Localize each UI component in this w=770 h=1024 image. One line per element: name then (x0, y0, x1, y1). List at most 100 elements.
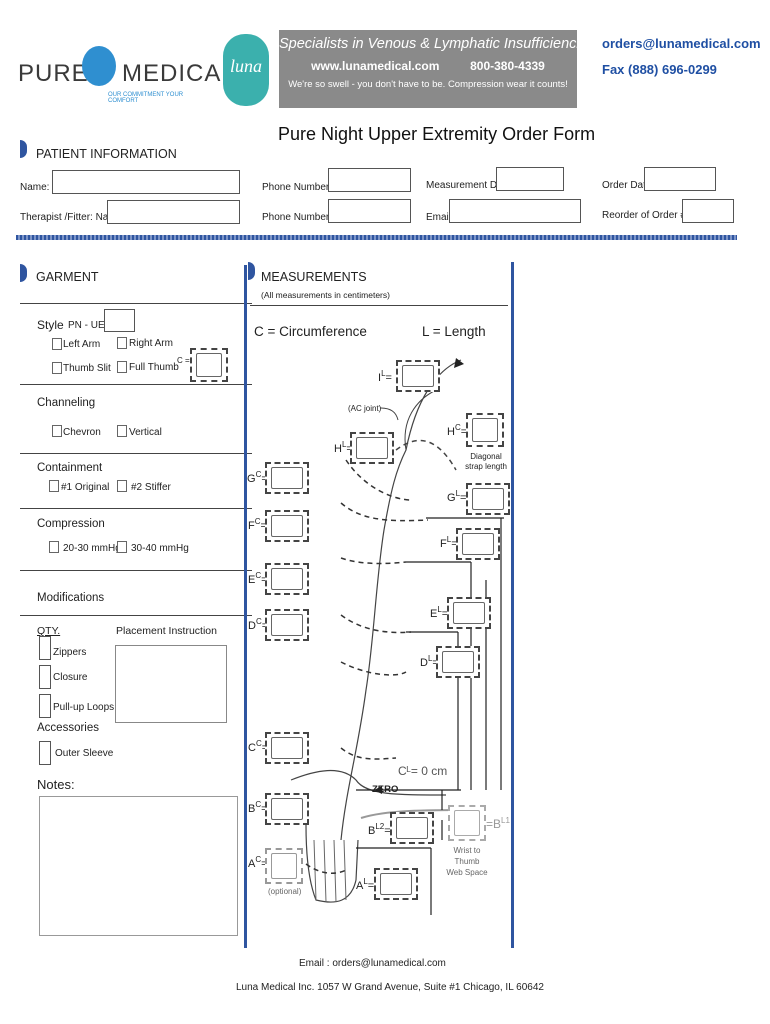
patient-section-title: PATIENT INFORMATION (36, 147, 177, 161)
thumb-circumference-box[interactable] (190, 348, 228, 382)
d-circ-box[interactable] (265, 609, 309, 641)
e-length-box[interactable] (447, 597, 491, 629)
g-circ-box[interactable] (265, 462, 309, 494)
qty-label: QTY. (37, 625, 61, 637)
zero-label: ZERO (372, 784, 399, 795)
email-field[interactable] (449, 199, 581, 223)
g-length-label: GL= (447, 489, 467, 504)
accessories-label: Accessories (37, 722, 99, 734)
chevron-label: Chevron (63, 427, 101, 438)
measurement-date-field[interactable] (496, 167, 564, 191)
diagonal-label: Diagonal strap length (465, 452, 507, 471)
d-length-box[interactable] (436, 646, 480, 678)
right-arm-label: Right Arm (129, 338, 173, 349)
reorder-field[interactable] (682, 199, 734, 223)
name-label: Name: (20, 182, 50, 193)
style-code-field[interactable] (104, 309, 135, 332)
h-circ-box[interactable] (466, 413, 504, 447)
f-circ-box[interactable] (265, 510, 309, 542)
name-field[interactable] (52, 170, 240, 194)
garment-rule-2 (20, 453, 252, 454)
vertical-checkbox[interactable] (117, 425, 127, 437)
therapist-field[interactable] (107, 200, 240, 224)
i-length-box[interactable] (396, 360, 440, 392)
original-checkbox[interactable] (49, 480, 59, 492)
banner-phone: 800-380-4339 (470, 59, 545, 73)
b-l1-sup: L1 (501, 816, 510, 825)
original-label: #1 Original (61, 482, 110, 493)
logo-circle-icon (82, 46, 116, 86)
i-length-label: IL= (378, 369, 392, 384)
phone-field-1[interactable] (328, 168, 411, 192)
outer-sleeve-qty-field[interactable] (39, 741, 51, 765)
zero-arrow-icon (374, 786, 382, 794)
c-circ-box[interactable] (265, 732, 309, 764)
cl-zero-label: Cᴸ= 0 cm (398, 764, 448, 778)
pullup-label: Pull-up Loops (53, 702, 115, 713)
style-code: PN - UE - (68, 320, 111, 331)
zippers-label: Zippers (53, 647, 87, 658)
full-thumb-checkbox[interactable] (117, 361, 127, 373)
e-circ-label: EC= (248, 571, 268, 586)
zippers-qty-field[interactable] (39, 636, 51, 660)
c-circ-label: CC= (248, 739, 268, 754)
shoulder-strap (395, 439, 457, 471)
band-d (340, 614, 412, 634)
phone-label-1: Phone Number: (262, 182, 333, 193)
phone-field-2[interactable] (328, 199, 411, 223)
stiffer-checkbox[interactable] (117, 480, 127, 492)
a-length-label: AL= (356, 877, 375, 892)
notes-label: Notes: (37, 777, 75, 792)
contact-email[interactable]: orders@lunamedical.com (602, 36, 761, 51)
g-length-box[interactable] (466, 483, 510, 515)
left-arm-label: Left Arm (63, 339, 101, 350)
closure-qty-field[interactable] (39, 665, 51, 689)
notes-field[interactable] (39, 796, 238, 936)
right-arm-checkbox[interactable] (117, 337, 127, 349)
arm-outline-upper (340, 359, 462, 841)
order-date-field[interactable] (644, 167, 716, 191)
channeling-label: Channeling (37, 397, 96, 409)
mmhg-20-30-checkbox[interactable] (49, 541, 59, 553)
ac-pointer (379, 407, 399, 421)
b-l1-box[interactable] (448, 805, 486, 841)
band-g (345, 459, 412, 501)
style-label: Style (37, 318, 64, 332)
a-circ-box[interactable] (265, 848, 303, 884)
a-circ-label: AC= (248, 855, 268, 870)
e-circ-box[interactable] (265, 563, 309, 595)
logo-pure-text: PURE (18, 60, 89, 87)
banner-url: www.lunamedical.com (311, 59, 440, 73)
pure-medical-logo: PURE MEDICAL OUR COMMITMENT YOUR COMFORT (18, 44, 235, 104)
band-b (340, 747, 397, 760)
contact-fax: Fax (888) 696-0299 (602, 62, 717, 77)
arm-outline-lower (290, 769, 447, 796)
band-c (340, 661, 407, 676)
stiffer-label: #2 Stiffer (131, 482, 171, 493)
b-l2-label: BL2= (368, 822, 391, 837)
b-l2-box[interactable] (390, 812, 434, 844)
length-legend: L = Length (422, 324, 486, 339)
chevron-checkbox[interactable] (52, 425, 62, 437)
b-l1-label: =BL1 (486, 816, 510, 831)
mmhg-30-40-checkbox[interactable] (117, 541, 127, 553)
b-circ-box[interactable] (265, 793, 309, 825)
thumb-slit-checkbox[interactable] (52, 362, 62, 374)
circumference-legend: C = Circumference (254, 324, 367, 339)
placement-instruction-field[interactable] (115, 645, 227, 723)
logo-medical-text: MEDICAL (122, 60, 236, 87)
a-length-box[interactable] (374, 868, 418, 900)
left-arm-checkbox[interactable] (52, 338, 62, 350)
garment-rule-5 (20, 615, 252, 616)
h-length-box[interactable] (350, 432, 394, 464)
banner-slogan: We're so swell - you don't have to be. C… (288, 79, 568, 90)
optional-label: (optional) (268, 887, 302, 896)
measurements-rule (250, 305, 508, 306)
pullup-qty-field[interactable] (39, 694, 51, 718)
band-e (340, 557, 407, 565)
e-length-label: EL= (430, 605, 449, 620)
h-length-label: HL= (334, 440, 353, 455)
luna-logo-text: luna (229, 56, 262, 76)
modifications-label: Modifications (37, 592, 105, 604)
f-length-box[interactable] (456, 528, 500, 560)
